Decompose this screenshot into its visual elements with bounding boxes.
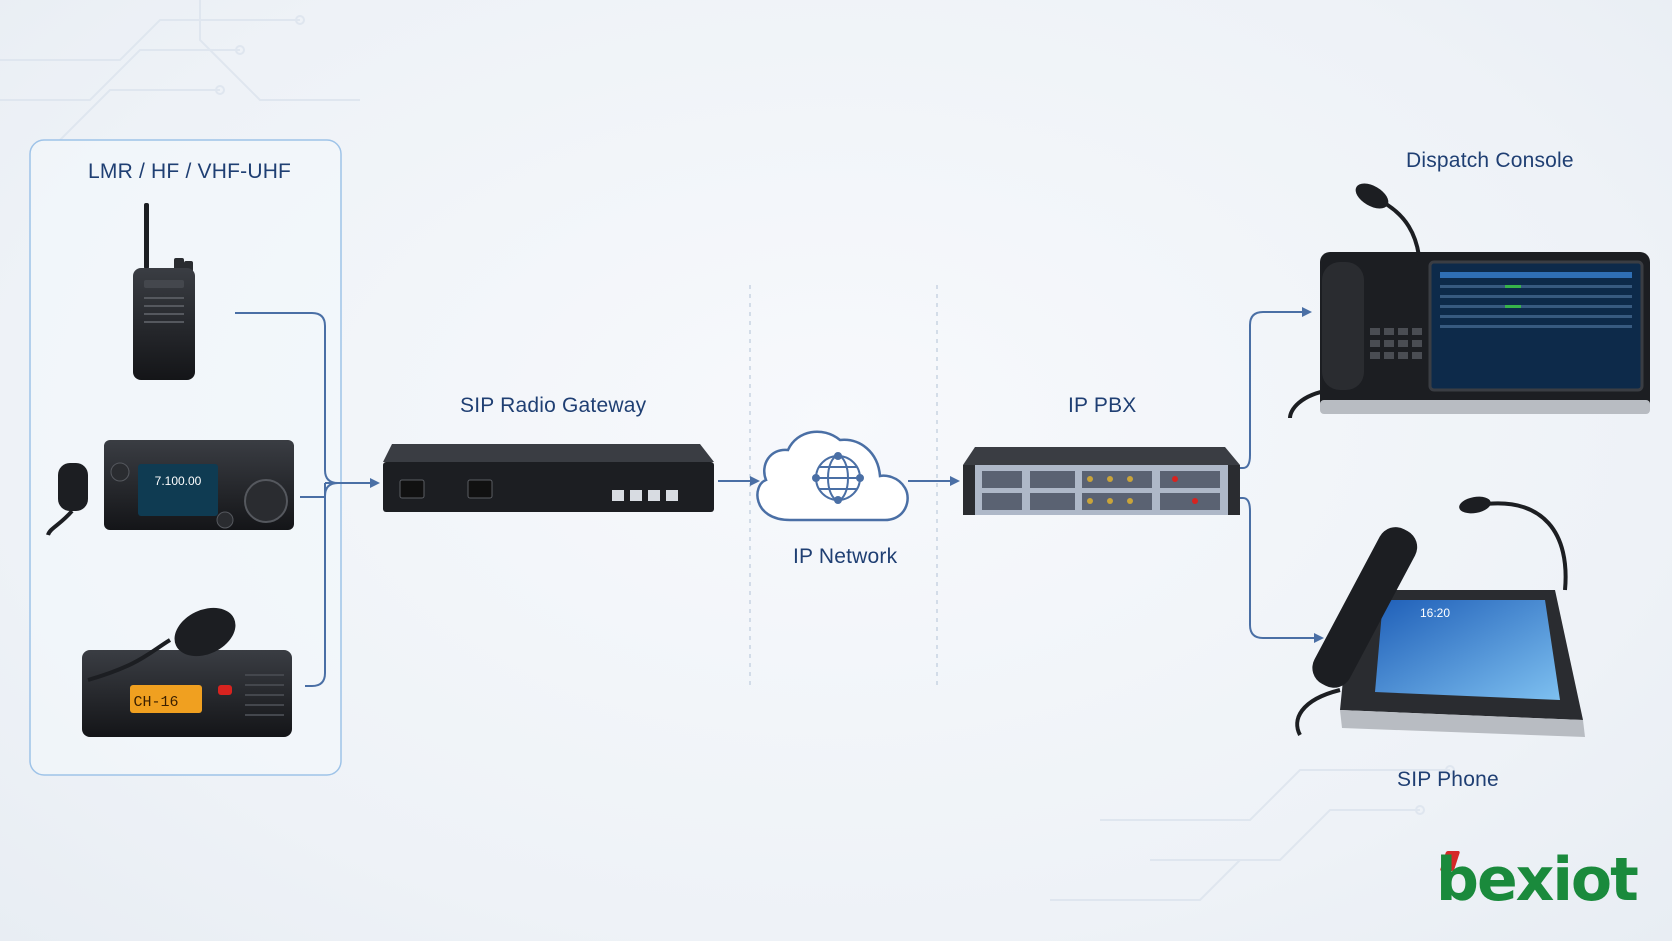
- phone-time-text: 16:20: [1420, 606, 1450, 620]
- globe-icon: [812, 452, 864, 504]
- sip-radio-gateway: [383, 444, 714, 512]
- pbx-label: IP PBX: [1068, 394, 1137, 417]
- network-label: IP Network: [793, 545, 898, 568]
- vhf-mobile-radio: [82, 607, 292, 737]
- radio1-display-text: 7.100.00: [155, 474, 202, 488]
- phone-label: SIP Phone: [1397, 768, 1499, 791]
- ip-pbx: [963, 447, 1240, 515]
- cloud-icon: [756, 430, 909, 522]
- brand-logo: bexiot: [1436, 845, 1639, 915]
- radio-connectors: [235, 312, 380, 687]
- hf-base-radio: [46, 440, 294, 536]
- circuit-background: [0, 0, 1455, 901]
- handheld-radio: [133, 203, 195, 380]
- gateway-label: SIP Radio Gateway: [460, 394, 647, 417]
- console-label: Dispatch Console: [1406, 149, 1574, 172]
- sip-phone: [1295, 496, 1585, 737]
- radio2-display-text: CH-16: [133, 694, 178, 711]
- dispatch-console: [1288, 183, 1650, 419]
- pbx-connectors: [1240, 307, 1324, 643]
- radio-group-label: LMR / HF / VHF-UHF: [88, 160, 292, 183]
